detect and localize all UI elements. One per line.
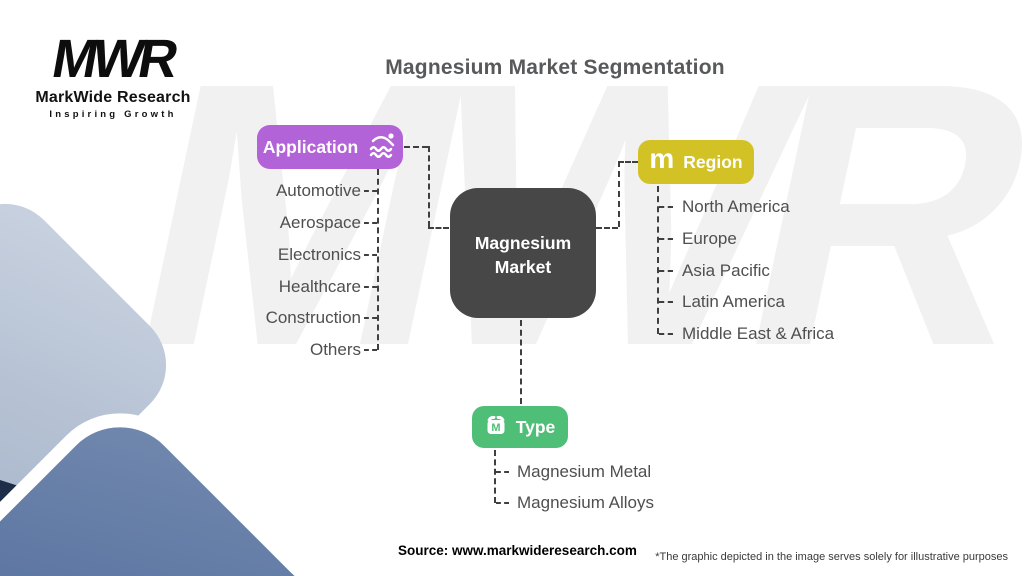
center-node-label: Magnesium Market: [474, 233, 572, 277]
connector-center-region: [618, 161, 620, 227]
region-item-middle-east-africa: Middle East & Africa: [682, 324, 835, 343]
region-item-latin-america: Latin America: [682, 292, 785, 311]
application-item-construction: Construction: [265, 308, 361, 327]
type-node-label: Type: [515, 416, 556, 437]
type-node: M Type: [472, 406, 568, 448]
region-item-asia-pacific: Asia Pacific: [682, 261, 770, 280]
logo-tagline: Inspiring Growth: [49, 109, 177, 120]
application-node-label: Application: [262, 136, 359, 157]
connector-center-region: [596, 227, 618, 229]
svg-text:M: M: [491, 422, 500, 434]
source-text: Source: www.markwideresearch.com: [398, 543, 637, 558]
disclaimer-text: *The graphic depicted in the image serve…: [655, 551, 1008, 563]
connector-app-center: [428, 227, 449, 229]
application-item-automotive: Automotive: [275, 181, 361, 200]
region-branch-line: [657, 186, 659, 334]
markwide-logo: MWR MarkWide Research Inspiring Growth: [28, 29, 198, 120]
connector-item: [659, 301, 673, 303]
connector-item: [496, 502, 509, 504]
type-item-magnesium-metal: Magnesium Metal: [517, 462, 652, 481]
connector-item: [659, 206, 673, 208]
application-node: Application: [257, 125, 403, 169]
connector-item: [364, 317, 377, 319]
type-branch-line: [494, 450, 496, 503]
type-item-magnesium-alloys: Magnesium Alloys: [517, 493, 655, 512]
connector-item: [364, 222, 377, 224]
connector-app-center: [428, 146, 430, 227]
shopping-bag-icon: M: [485, 414, 507, 440]
mwr-logo-icon: MWR: [47, 29, 179, 89]
region-node-label: Region: [683, 151, 743, 172]
connector-item: [364, 254, 377, 256]
region-item-europe: Europe: [682, 229, 737, 248]
application-item-healthcare: Healthcare: [278, 277, 361, 296]
connector-item: [659, 270, 673, 272]
connector-item: [659, 238, 673, 240]
connector-item: [364, 349, 377, 351]
connector-app-center: [404, 146, 428, 148]
water-slide-icon: [367, 132, 397, 163]
connector-item: [659, 333, 673, 335]
page-title: Magnesium Market Segmentation: [385, 56, 725, 79]
application-branch-line: [377, 169, 379, 350]
center-node-magnesium-market: Magnesium Market: [450, 188, 596, 318]
logo-company-name: MarkWide Research: [35, 89, 191, 106]
connector-center-region: [618, 161, 638, 163]
application-item-others: Others: [309, 340, 361, 359]
region-item-north-america: North America: [682, 197, 790, 216]
connector-item: [496, 471, 509, 473]
region-node: m Region: [638, 140, 754, 184]
connector-item: [364, 286, 377, 288]
application-item-electronics: Electronics: [277, 245, 361, 264]
connector-item: [364, 190, 377, 192]
application-item-aerospace: Aerospace: [279, 213, 361, 232]
connector-center-type: [520, 320, 522, 404]
